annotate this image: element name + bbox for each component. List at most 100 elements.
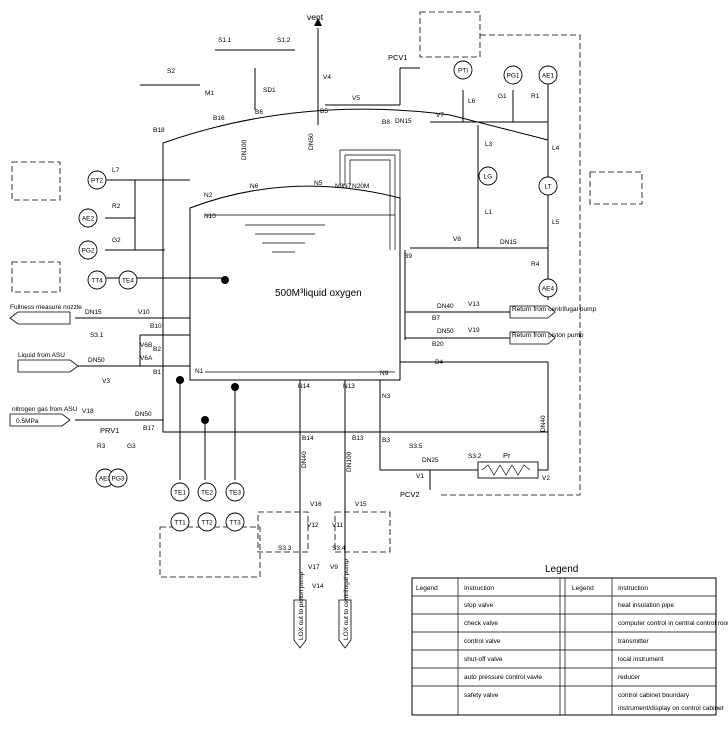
- tag-l1: L1: [485, 209, 493, 216]
- dn50-top: DN50: [308, 133, 315, 150]
- tag-n14: N14: [298, 383, 310, 390]
- instrument-ae3: AE3: [95, 468, 115, 488]
- tag-v14: V14: [312, 583, 324, 590]
- instrument-label: LG: [484, 174, 493, 181]
- tag-n1: N1: [195, 368, 204, 375]
- tag-v19: V19: [468, 327, 480, 334]
- instrument-label: TT1: [174, 520, 186, 527]
- tag-n3: N3: [382, 393, 391, 400]
- instrument-label: PT2: [91, 178, 103, 185]
- tag-b10: B10: [150, 323, 162, 330]
- instrument-label: TE2: [201, 490, 213, 497]
- tag-v13: V13: [468, 301, 480, 308]
- tag-v6b: V6B: [140, 342, 152, 349]
- tag-r3: R3: [97, 443, 106, 450]
- tag-l5: L5: [552, 219, 560, 226]
- dn100-b13: DN100: [346, 451, 353, 472]
- lox-piston: LOX out to piston pump: [298, 571, 305, 640]
- tag-v9: V9: [330, 564, 338, 571]
- equipment-tags: S1.1S1.2SD1S2M1V4V5V7V8L6L3L2L1L4L5L7R1R…: [82, 37, 560, 590]
- legend-right-row: reducer: [618, 674, 641, 681]
- instrument-te4: TE4: [118, 270, 138, 290]
- tag-b3: B3: [382, 437, 390, 444]
- instrument-label: TE1: [174, 490, 186, 497]
- tag-v16: V16: [310, 501, 322, 508]
- tag-b4: B4: [435, 359, 443, 366]
- tag-v15: V15: [355, 501, 367, 508]
- tag-s3-4: S3.4: [332, 545, 346, 552]
- tag-b13: B13: [352, 435, 364, 442]
- instrument-label: TT3: [229, 520, 241, 527]
- instrument-ae4: AE4: [538, 278, 558, 298]
- legend-left-row: safety valve: [464, 692, 499, 699]
- dn50-v3: DN50: [88, 357, 105, 364]
- tag-r2: R2: [112, 203, 121, 210]
- tag-b8: B8: [382, 119, 390, 126]
- instrument-te2: TE2: [197, 482, 217, 502]
- legend-right-row: computer control in central control room: [618, 620, 728, 627]
- dn40-b7: DN40: [437, 303, 454, 310]
- tag-n20m: N20M: [352, 183, 369, 190]
- tag-l3: L3: [485, 141, 493, 148]
- legend-head-legend-right: Legend: [572, 585, 594, 592]
- tag-b9: B9: [404, 253, 412, 260]
- instrument-pt2: PT2: [87, 170, 107, 190]
- outer-tank: [162, 108, 549, 433]
- return-centrifugal: Return from centrifugal pump: [512, 306, 597, 313]
- legend-head-instruction-left: Instruction: [464, 585, 494, 592]
- tag-v10: V10: [138, 309, 150, 316]
- dn40-b14: DN40: [301, 451, 308, 468]
- tag-r4: R4: [531, 261, 540, 268]
- inner-tank: [189, 185, 401, 381]
- tag-v6a: V6A: [140, 355, 153, 362]
- pressure-label: 0.5MPa: [16, 418, 39, 425]
- instrument-label: PG1: [506, 73, 519, 80]
- tag-n6: N6: [250, 183, 259, 190]
- instrument-label: AE2: [82, 216, 95, 223]
- tag-s2: S2: [167, 68, 175, 75]
- tag-l6: L6: [468, 98, 476, 105]
- tag-v5: V5: [352, 95, 360, 102]
- tag-b7: B7: [432, 315, 440, 322]
- legend-right-row: control cabinet boundary: [618, 692, 690, 699]
- lox-centrifugal: LOX out to centrifugal pump: [343, 559, 350, 640]
- legend-right-row: transmitter: [618, 638, 650, 645]
- instrument-label: TT4: [91, 278, 103, 285]
- tag-b5: B5: [320, 108, 328, 115]
- legend-left-row: check valve: [464, 620, 498, 627]
- instrument-ae2: AE2: [78, 208, 98, 228]
- tag-b14: B14: [302, 435, 314, 442]
- tag-v7: V7: [436, 112, 444, 119]
- tag-s1-2: S1.2: [277, 37, 291, 44]
- dn50-b20: DN50: [437, 328, 454, 335]
- tag-b6: B6: [255, 109, 263, 116]
- instrument-label: LT: [544, 184, 551, 191]
- pr-tag: Pr: [503, 451, 511, 460]
- instrument-pg1: PG1: [503, 65, 523, 85]
- legend-left-row: shut-off valve: [464, 656, 503, 663]
- tag-s3-1: S3.1: [90, 332, 104, 339]
- instrument-label: TT2: [201, 520, 213, 527]
- return-piston: Return from piston pump: [512, 332, 584, 339]
- legend-right-row: heat insulation pipe: [618, 602, 674, 609]
- nitrogen-asu-label: nitrogen gas from ASU: [12, 406, 78, 413]
- instrument-pg3: PG3: [108, 468, 128, 488]
- tag-v4: V4: [323, 74, 331, 81]
- tag-v3: V3: [102, 378, 110, 385]
- tag-v2: V2: [542, 475, 550, 482]
- prv1-tag: PRV1: [100, 426, 119, 435]
- tag-r1: R1: [531, 93, 540, 100]
- instrument-lg: LG: [478, 166, 498, 186]
- instrument-label: PG2: [81, 248, 94, 255]
- instrument-tt2: TT2: [197, 512, 217, 532]
- tag-s3-3: S3.3: [278, 545, 292, 552]
- tag-b20: B20: [432, 341, 444, 348]
- tag-n5: N5: [314, 180, 323, 187]
- instrument-label: PTI: [458, 68, 468, 75]
- tag-g3: G3: [127, 443, 136, 450]
- tag-v8: V8: [453, 236, 461, 243]
- instrument-label: AE3: [99, 476, 112, 483]
- pcv2-tag: PCV2: [400, 490, 420, 499]
